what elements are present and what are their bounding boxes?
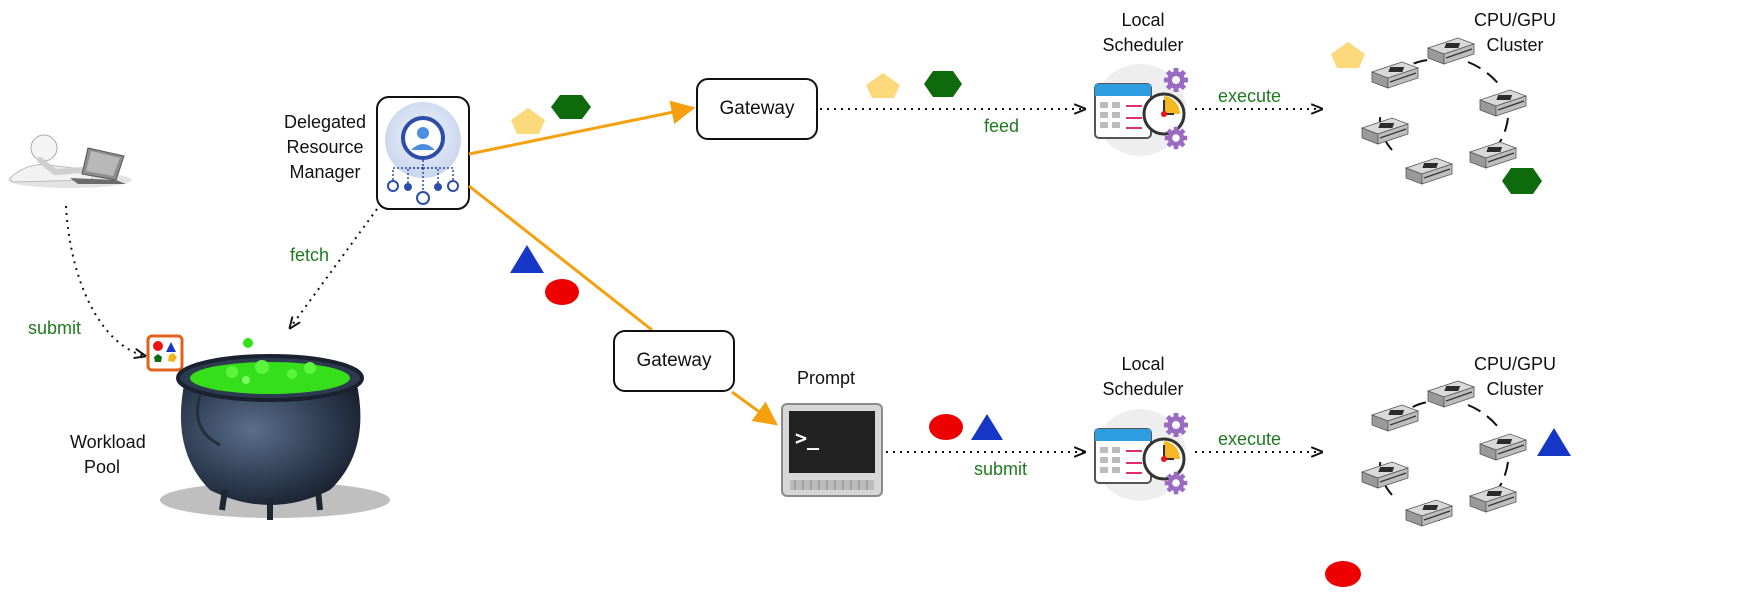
triangle-task-2 [971, 414, 1003, 440]
server-icon [1361, 461, 1409, 489]
hexagon-task-3 [1502, 168, 1542, 194]
local-scheduler-top-label: Local Scheduler [1102, 10, 1184, 55]
pentagon-task-3 [1331, 42, 1365, 68]
manager-icon [376, 96, 470, 210]
ellipse-task-2 [929, 414, 963, 440]
server-icon [1405, 499, 1453, 527]
cluster-bottom-label: CPU/GPU Cluster [1473, 354, 1556, 399]
server-icon [1469, 485, 1517, 513]
terminal-icon: >_ [781, 403, 883, 497]
submit-prompt-label: submit [974, 459, 1028, 479]
cluster-bottom [1325, 380, 1571, 587]
execute-bottom-label: execute [1218, 429, 1282, 449]
server-icon [1371, 404, 1419, 432]
workload-pool-label: Workload Pool [70, 432, 146, 477]
execute-top-label: execute [1218, 86, 1282, 106]
hexagon-task-2 [924, 71, 962, 97]
drm-label: Delegated Resource Manager [283, 112, 367, 182]
server-icon [1479, 433, 1527, 461]
gateway-top-label: Gateway [719, 98, 795, 119]
triangle-task-1 [510, 245, 544, 273]
fetch-arrow [290, 208, 378, 328]
cluster-top-label: CPU/GPU Cluster [1473, 10, 1556, 55]
prompt-glyph: >_ [795, 426, 820, 450]
drm-to-gateway-top-arrow [468, 100, 696, 156]
pentagon-task-2 [866, 73, 900, 98]
prompt-label: Prompt [796, 368, 856, 388]
scheduler-calendar-icon [1094, 409, 1188, 501]
feed-label: feed [984, 116, 1020, 136]
ellipse-task-1 [545, 279, 579, 305]
fetch-label: fetch [290, 245, 330, 265]
triangle-task-3 [1537, 428, 1571, 456]
hexagon-task-1 [551, 95, 591, 119]
scheduler-calendar-icon [1094, 64, 1188, 156]
ellipse-task-3 [1325, 561, 1361, 587]
server-icon [1479, 89, 1527, 117]
submit-user-label: submit [28, 318, 82, 338]
gateway-bottom-label: Gateway [636, 350, 712, 371]
cauldron-icon [160, 338, 390, 520]
gateway-bottom: Gateway [613, 330, 735, 392]
drm-to-gateway-bottom-line [468, 184, 653, 332]
pentagon-task-1 [511, 108, 545, 134]
local-scheduler-bottom-label: Local Scheduler [1102, 354, 1184, 399]
task-shapes-icon [146, 334, 184, 372]
gateway-top: Gateway [696, 78, 818, 140]
server-icon [1469, 141, 1517, 169]
server-icon [1361, 117, 1409, 145]
cluster-top [1331, 37, 1542, 194]
user-laptop-icon [8, 134, 132, 188]
gateway-to-prompt-arrow [731, 390, 778, 426]
server-icon [1405, 157, 1453, 185]
server-icon [1371, 61, 1419, 89]
